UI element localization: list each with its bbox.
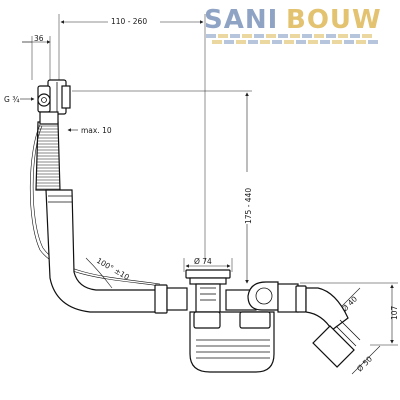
thread-label: G ¾ [4, 95, 20, 104]
overflow-pipe [45, 189, 161, 313]
drain-body [154, 269, 275, 373]
logo-brick [326, 34, 336, 38]
logo-brick [350, 34, 360, 38]
logo-brick [242, 34, 252, 38]
logo-brick [320, 40, 330, 44]
logo-brick [272, 40, 282, 44]
flex-hose [35, 111, 61, 191]
logo-brick [302, 34, 312, 38]
bowden-cable [29, 124, 161, 287]
diameter-50-callout: Ø 50 [351, 345, 381, 375]
logo-brick [278, 34, 288, 38]
max-10-callout: max. 10 [67, 126, 112, 135]
dimension-36-label: 36 [34, 34, 44, 43]
hose-ribs [36, 125, 60, 190]
logo-brick [308, 40, 318, 44]
dimension-36: 36 [22, 34, 51, 80]
logo-brick [230, 34, 240, 38]
logo-brick [218, 34, 228, 38]
logo-brick [266, 34, 276, 38]
logo-word-bouw: BOUW [286, 5, 382, 35]
dimension-110-260: 110 - 260 [58, 14, 206, 262]
dimension-110-260-label: 110 - 260 [111, 17, 147, 26]
dimension-107: 107 [300, 282, 399, 346]
dimension-175-440-label: 175 - 440 [244, 188, 253, 224]
logo-brick [206, 34, 216, 38]
sani-bouw-logo: SANI BOUW [204, 5, 382, 44]
logo-brick [344, 40, 354, 44]
logo-brick [260, 40, 270, 44]
logo-brick [338, 34, 348, 38]
logo-brick [332, 40, 342, 44]
diameter-74-callout: Ø 74 [183, 257, 233, 272]
logo-brick [290, 34, 300, 38]
logo-brick-pattern [206, 34, 378, 44]
angle-label: 100° ±10 [95, 256, 131, 282]
max-10-label: max. 10 [81, 126, 112, 135]
diameter-74-label: Ø 74 [194, 257, 212, 266]
logo-brick [362, 34, 372, 38]
logo-brick [314, 34, 324, 38]
logo-brick [254, 34, 264, 38]
dimension-107-label: 107 [390, 305, 399, 320]
logo-brick [368, 40, 378, 44]
logo-word-sani: SANI [204, 5, 278, 35]
diameter-50-label: Ø 50 [355, 354, 374, 373]
angle-callout: 100° ±10 [85, 256, 131, 289]
logo-brick [284, 40, 294, 44]
logo-brick [248, 40, 258, 44]
overflow-head [37, 79, 71, 115]
logo-brick [212, 40, 222, 44]
logo-brick [296, 40, 306, 44]
logo-brick [224, 40, 234, 44]
logo-brick [236, 40, 246, 44]
logo-brick [356, 40, 366, 44]
dimension-175-440: 175 - 440 [72, 90, 253, 284]
thread-callout: G ¾ [4, 95, 35, 104]
outlet-elbow [247, 281, 361, 368]
